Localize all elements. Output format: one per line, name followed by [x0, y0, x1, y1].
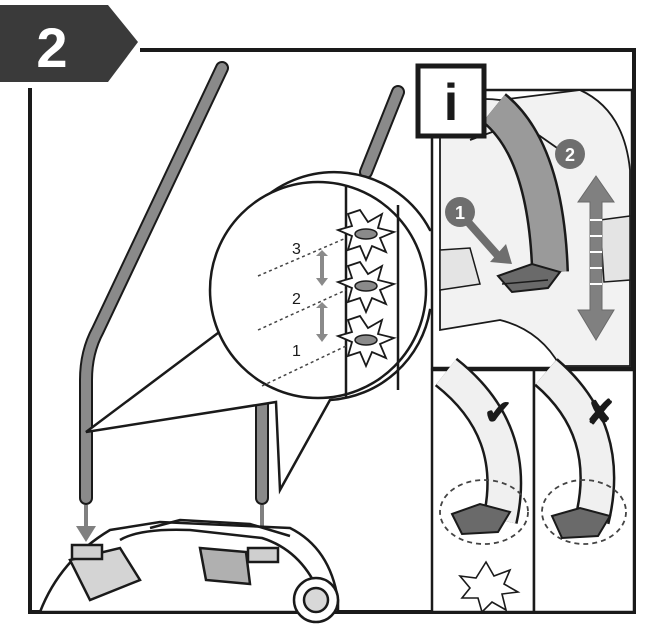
wrong-position-panel: ✘ — [532, 358, 636, 614]
step-number: 2 — [36, 16, 67, 79]
step-badge: 2 — [0, 5, 138, 82]
left-handle-tube — [79, 61, 229, 505]
detent-position-3 — [335, 208, 397, 263]
detent-position-1 — [335, 314, 397, 369]
cross-icon: ✘ — [586, 394, 615, 432]
callout-step-2: 2 — [555, 139, 615, 341]
insert-arrow-left — [76, 505, 96, 542]
callout-2-label: 2 — [565, 145, 575, 165]
right-handle-tube — [255, 85, 405, 505]
handle-strap — [481, 93, 569, 273]
lawn-mower-body — [38, 518, 340, 624]
callout-step-1: 1 — [445, 197, 512, 264]
detent-position-2 — [335, 260, 397, 315]
latch-lever — [496, 262, 562, 294]
check-icon: ✔ — [484, 394, 513, 432]
info-badge: i — [415, 63, 487, 139]
position-label-1: 1 — [292, 343, 301, 360]
callout-1-label: 1 — [455, 203, 465, 223]
detent-guide-lines — [257, 237, 347, 387]
correct-position-panel: ✔ — [430, 357, 536, 614]
position-label-3: 3 — [292, 241, 301, 258]
position-label-2: 2 — [292, 291, 301, 308]
info-icon: i — [444, 74, 458, 132]
height-adjust-arrows — [316, 250, 328, 342]
